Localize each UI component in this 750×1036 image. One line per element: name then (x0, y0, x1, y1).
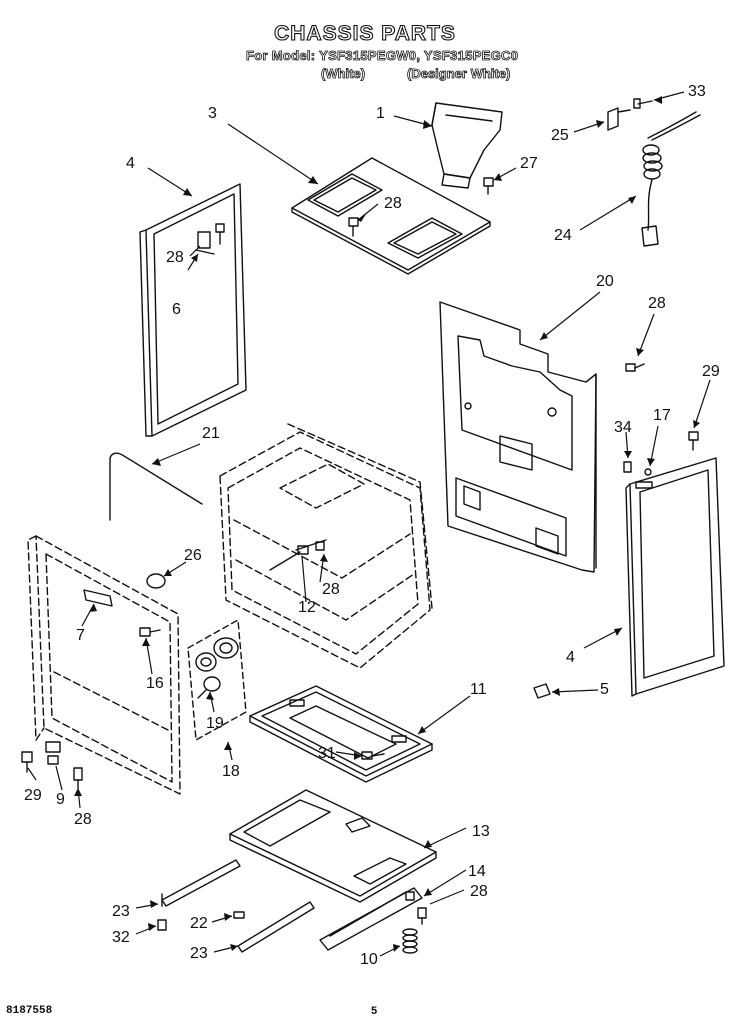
part-gasket-wire (109, 452, 203, 521)
callout-28-cavity: 28 (322, 581, 340, 598)
part-clip-22 (233, 911, 245, 919)
callout-numbers: 1 3 4 28 6 27 28 25 33 24 20 28 29 21 34… (24, 83, 720, 968)
screw-33 (633, 98, 653, 109)
callout-11: 11 (470, 681, 487, 698)
variant-white: (White) (321, 66, 366, 82)
leader-arrows (74, 96, 700, 952)
callout-4-left: 4 (126, 155, 135, 172)
title-block: CHASSIS PARTS (0, 21, 750, 46)
callout-13: 13 (472, 823, 490, 840)
callout-25: 25 (551, 127, 569, 144)
page-number: 5 (371, 1005, 378, 1017)
part-oven-cavity (219, 423, 433, 669)
screw-32 (157, 919, 167, 931)
part-clip-5 (533, 683, 551, 699)
part-back-panel (439, 301, 597, 573)
callout-4-right: 4 (566, 649, 575, 666)
callout-16: 16 (146, 675, 164, 692)
callout-34: 34 (614, 419, 632, 436)
part-side-panel-left (139, 183, 247, 437)
callout-29-right: 29 (702, 363, 720, 380)
callout-33: 33 (688, 83, 706, 100)
part-spring-10 (402, 928, 418, 954)
part-bolt-16 (139, 627, 161, 637)
callout-10: 10 (360, 951, 378, 968)
callout-24: 24 (554, 227, 572, 244)
part-power-cord (641, 111, 701, 247)
callout-22: 22 (190, 915, 208, 932)
screw-31 (361, 751, 385, 760)
part-broil-tray (249, 685, 433, 783)
callout-5: 5 (600, 681, 609, 698)
model-line: For Model: YSF315PEGW0, YSF315PEGC0 (246, 48, 519, 64)
part-rail-23-lower (237, 901, 315, 953)
callout-28-bottom: 28 (470, 883, 488, 900)
callout-3: 3 (208, 105, 217, 122)
screw-17 (644, 468, 652, 476)
callout-28-back: 28 (648, 295, 666, 312)
part-valve-group-18 (187, 619, 247, 741)
callout-23-lower: 23 (190, 945, 208, 962)
part-screw-28-left (73, 767, 83, 789)
screw-28-bottom (417, 907, 427, 925)
callout-28-top: 28 (384, 195, 402, 212)
part-vent-tab-7 (83, 589, 113, 607)
part-oven-bottom (229, 789, 437, 903)
variant-designer-white: (Designer White) (407, 66, 511, 82)
callout-9: 9 (56, 791, 65, 808)
callout-20: 20 (596, 273, 614, 290)
part-igniter-bracket (269, 539, 327, 571)
part-side-panel-right (625, 457, 725, 697)
part-burner-orifices (195, 637, 239, 699)
document-number: 8187558 (6, 1005, 53, 1017)
screw-34 (623, 461, 632, 473)
callout-21: 21 (202, 425, 220, 442)
part-front-frame (27, 535, 181, 795)
part-cord-bracket (607, 107, 631, 131)
part-cooktop-base (291, 157, 491, 275)
part-vent-duct (431, 102, 503, 189)
callout-1: 1 (376, 105, 385, 122)
screw-28-back (625, 363, 645, 372)
part-leveling-leg-29 (21, 751, 33, 773)
callout-29-left: 29 (24, 787, 42, 804)
callout-26: 26 (184, 547, 202, 564)
callout-6: 6 (172, 301, 181, 318)
part-leveling-leg-9 (45, 741, 61, 765)
callout-28-left: 28 (74, 811, 92, 828)
screw-27 (483, 177, 494, 195)
part-slide-rail-14 (319, 887, 423, 951)
callout-18: 18 (222, 763, 240, 780)
callout-23-upper: 23 (112, 903, 130, 920)
part-rail-23-upper (161, 859, 241, 907)
page-title: CHASSIS PARTS (274, 21, 456, 45)
screw-28-side (215, 223, 225, 245)
callout-14: 14 (468, 863, 486, 880)
part-knob-26 (146, 573, 166, 589)
callout-28-side: 28 (166, 249, 184, 266)
screw-29-right (688, 431, 699, 451)
callout-17: 17 (653, 407, 671, 424)
screw-28-top (348, 217, 359, 237)
callout-19: 19 (206, 715, 224, 732)
callout-32: 32 (112, 929, 130, 946)
callout-12: 12 (298, 599, 316, 616)
callout-31: 31 (318, 745, 336, 762)
callout-7: 7 (76, 627, 85, 644)
callout-27: 27 (520, 155, 538, 172)
